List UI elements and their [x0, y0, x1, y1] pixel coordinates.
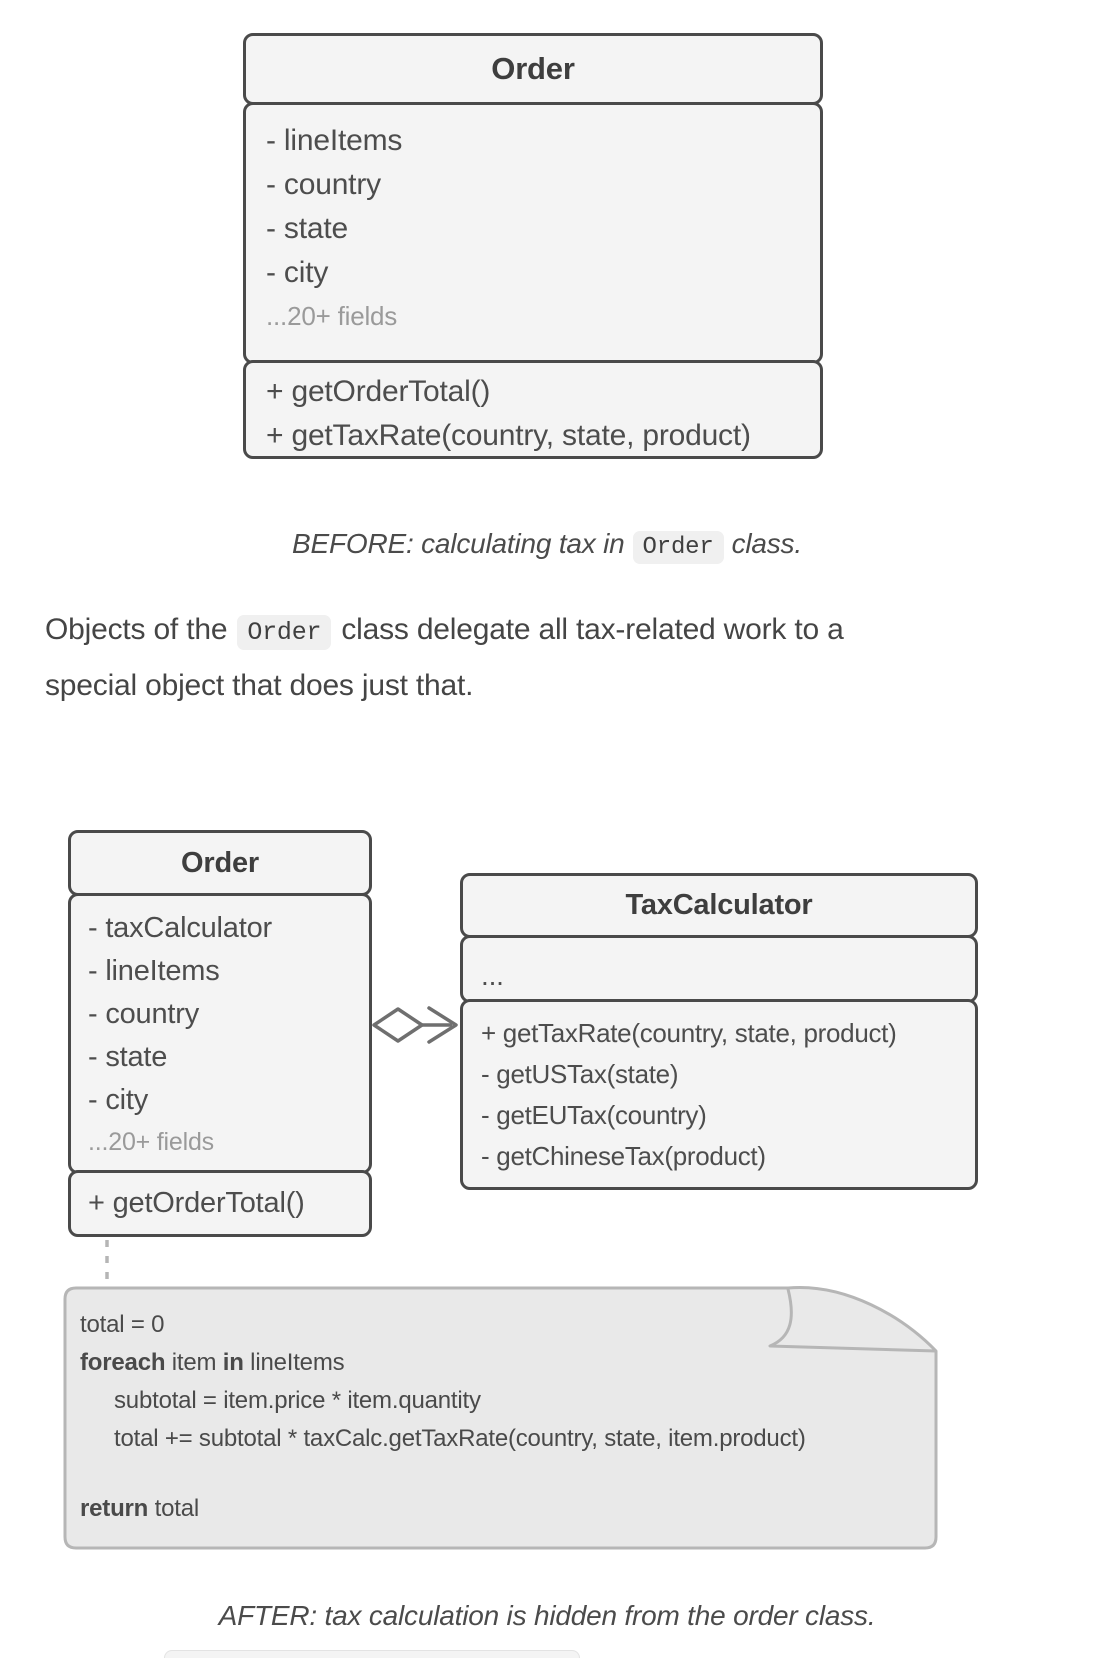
- class-title: Order: [68, 830, 372, 896]
- method-line: - getChineseTax(product): [481, 1141, 766, 1171]
- field-line: - lineItems: [266, 123, 403, 157]
- class-methods-section: + getOrderTotal() + getTaxRate(country, …: [243, 360, 823, 459]
- keyword: return: [80, 1495, 149, 1522]
- method-line: + getTaxRate(country, state, product): [266, 419, 751, 452]
- method-line: + getOrderTotal(): [88, 1187, 305, 1219]
- class-methods-section: + getOrderTotal(): [68, 1170, 372, 1237]
- aggregation-diamond-icon: [372, 1007, 424, 1043]
- class-fields-section: ...: [460, 934, 978, 1003]
- field-line: - taxCalculator: [88, 911, 272, 944]
- paragraph-text: special object that does just that.: [45, 669, 474, 702]
- code-line: return total: [80, 1490, 920, 1528]
- code-text: total: [148, 1495, 200, 1522]
- fields-ellipsis: ...: [481, 959, 504, 991]
- inline-code-chip: Order: [237, 615, 332, 650]
- caption-text: BEFORE: calculating tax in: [292, 528, 625, 559]
- next-section-edge: [164, 1650, 580, 1658]
- field-line: - city: [88, 1083, 149, 1116]
- field-line: - country: [266, 167, 381, 201]
- code-line: total = 0: [80, 1311, 165, 1338]
- class-title: TaxCalculator: [460, 873, 978, 938]
- field-line: - lineItems: [88, 954, 220, 987]
- code-note: total = 0 foreach item in lineItems subt…: [80, 1306, 920, 1528]
- caption-text: class.: [731, 528, 803, 559]
- code-text: lineItems: [243, 1349, 345, 1376]
- inline-code-chip: Order: [632, 531, 724, 564]
- more-fields-line: ...20+ fields: [88, 1127, 214, 1156]
- caption-text: AFTER: tax calculation is hidden from th…: [218, 1600, 876, 1631]
- more-fields-line: ...20+ fields: [266, 300, 398, 331]
- code-line: foreach item in lineItems: [80, 1344, 920, 1382]
- uml-class-order-before: Order - lineItems - country - state - ci…: [243, 33, 823, 459]
- class-fields-section: - lineItems - country - state - city ...…: [243, 101, 823, 364]
- body-paragraph: Objects of the Order class delegate all ta…: [45, 603, 1055, 712]
- uml-class-taxcalculator: TaxCalculator ... + getTaxRate(country, …: [460, 873, 978, 1190]
- method-line: + getOrderTotal(): [266, 375, 491, 408]
- class-fields-section: - taxCalculator - lineItems - country - …: [68, 892, 372, 1174]
- class-title: Order: [243, 33, 823, 105]
- code-line: [80, 1458, 920, 1490]
- field-line: - country: [88, 997, 200, 1030]
- aggregation-connector: [372, 1006, 458, 1044]
- field-line: - state: [88, 1040, 168, 1073]
- method-line: - getEUTax(country): [481, 1100, 707, 1130]
- keyword: foreach: [80, 1349, 166, 1376]
- method-line: + getTaxRate(country, state, product): [481, 1018, 897, 1048]
- paragraph-text: Objects of the: [45, 613, 228, 646]
- field-line: - city: [266, 255, 329, 289]
- after-caption: AFTER: tax calculation is hidden from th…: [0, 1600, 1094, 1632]
- uml-class-order-after: Order - taxCalculator - lineItems - coun…: [68, 830, 372, 1237]
- code-line: total += subtotal * taxCalc.getTaxRate(c…: [114, 1425, 806, 1452]
- field-line: - state: [266, 211, 348, 245]
- class-methods-section: + getTaxRate(country, state, product) - …: [460, 999, 978, 1190]
- keyword: in: [222, 1349, 244, 1376]
- method-line: - getUSTax(state): [481, 1059, 679, 1089]
- code-line: subtotal = item.price * item.quantity: [114, 1387, 481, 1414]
- code-text: item: [165, 1349, 223, 1376]
- paragraph-text: class delegate all tax-related work to a: [341, 613, 844, 646]
- arrow-head-icon: [427, 1006, 458, 1044]
